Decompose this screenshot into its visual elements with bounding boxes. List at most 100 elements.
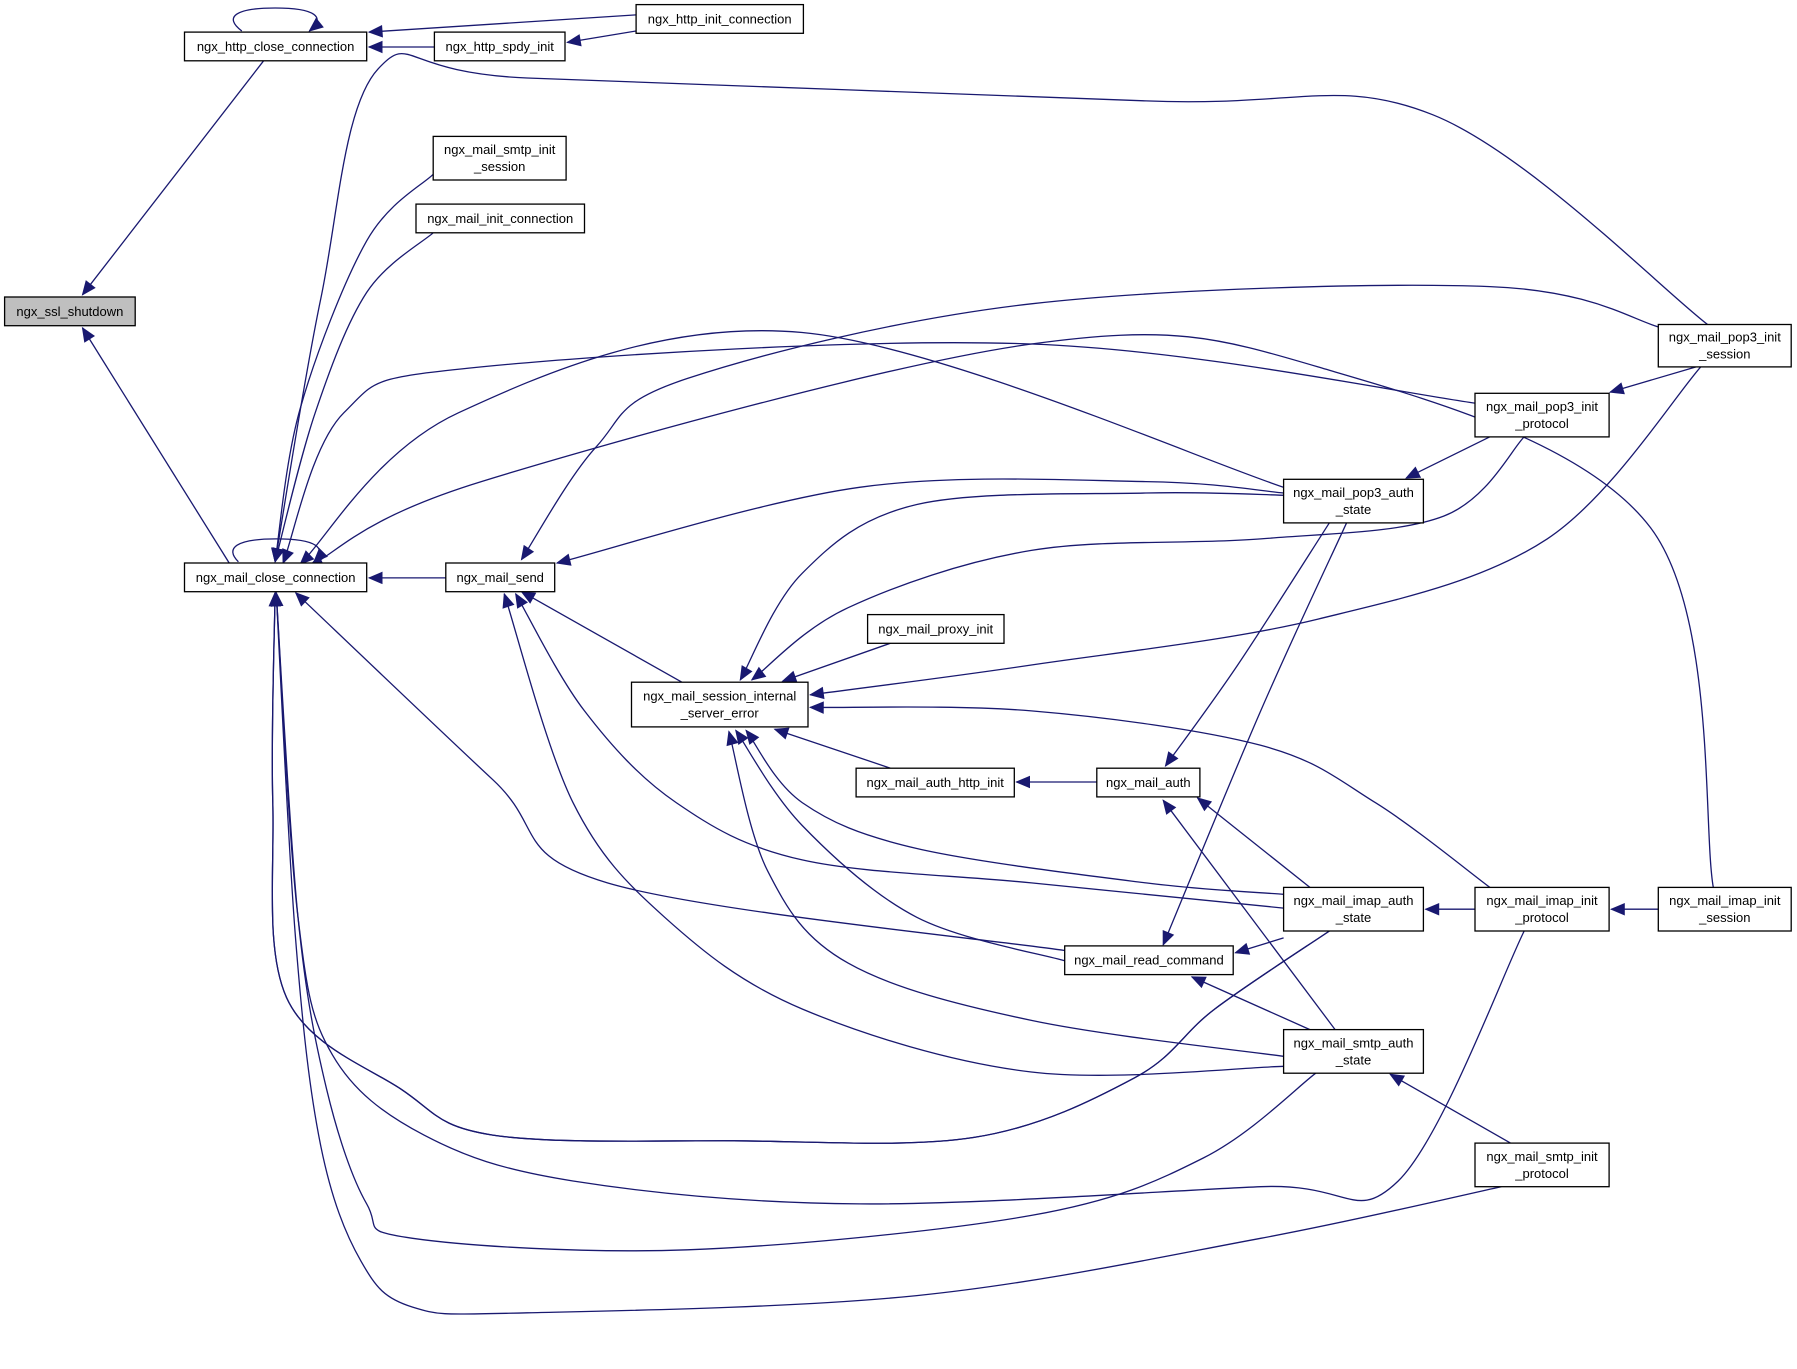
node-box[interactable] (1282, 886, 1425, 932)
arrowhead (750, 666, 767, 681)
edge-ngx_mail_close_connection-to-ngx_ssl_shutdown (81, 326, 230, 564)
arrowhead (81, 326, 96, 343)
node-ngx_mail_pop3_init_protocol[interactable]: ngx_mail_pop3_init_protocol (1474, 392, 1610, 438)
node-ngx_mail_imap_init_session[interactable]: ngx_mail_imap_init_session (1657, 886, 1792, 932)
node-box[interactable] (1064, 945, 1234, 976)
node-box[interactable] (635, 3, 805, 34)
edge-line (299, 329, 1288, 565)
edge-ngx_mail_pop3_init_protocol-to-ngx_mail_session_internal_server_error (750, 436, 1525, 681)
arrowhead (1015, 775, 1030, 789)
node-box[interactable] (1282, 1028, 1425, 1074)
arrowhead (81, 280, 96, 296)
edge-ngx_mail_pop3_auth_state-to-ngx_mail_send (555, 478, 1284, 566)
edge-line (515, 593, 1284, 909)
arrowhead (1405, 466, 1422, 479)
node-ngx_mail_read_command[interactable]: ngx_mail_read_command (1064, 945, 1234, 976)
edge-ngx_mail_pop3_init_session-to-ngx_mail_send (520, 284, 1662, 561)
node-ngx_mail_imap_init_protocol[interactable]: ngx_mail_imap_init _protocol (1474, 886, 1610, 932)
arrowhead (735, 729, 749, 746)
edge-line (745, 730, 1284, 895)
node-label: ngx_mail_pop3_auth (1293, 485, 1414, 500)
edge-line (368, 14, 637, 33)
node-box[interactable] (1474, 392, 1610, 438)
node-box[interactable] (1282, 478, 1425, 524)
edge-ngx_mail_smtp_auth_state-to-ngx_mail_read_command (1190, 976, 1311, 1031)
node-label: _protocol (1514, 1166, 1569, 1181)
node-box[interactable] (630, 681, 809, 728)
node-box[interactable] (183, 562, 368, 593)
edge-line (1405, 436, 1491, 479)
arrowhead (515, 592, 529, 609)
node-box[interactable] (1096, 767, 1201, 798)
node-ngx_ssl_shutdown[interactable]: ngx_ssl_shutdown (3, 296, 136, 327)
edge-ngx_mail_smtp_init_protocol-to-ngx_mail_close_connection (270, 591, 1502, 1315)
node-label: _session (1698, 347, 1750, 362)
node-ngx_mail_auth[interactable]: ngx_mail_auth (1096, 767, 1201, 798)
node-ngx_mail_smtp_auth_state[interactable]: ngx_mail_smtp_auth_state (1282, 1028, 1425, 1074)
node-ngx_mail_pop3_init_session[interactable]: ngx_mail_pop3_init_session (1657, 323, 1792, 368)
node-ngx_mail_smtp_init_protocol[interactable]: ngx_mail_smtp_init_protocol (1474, 1142, 1610, 1188)
edge-line (81, 60, 265, 296)
node-box[interactable] (432, 135, 567, 181)
node-ngx_http_spdy_init[interactable]: ngx_http_spdy_init (433, 31, 566, 62)
node-ngx_mail_session_internal_server_error[interactable]: ngx_mail_session_internal_server_error (630, 681, 809, 728)
arrowhead (1424, 902, 1440, 916)
arrowhead (308, 17, 324, 32)
nodes-layer: ngx_ssl_shutdown ngx_http_close_connectio… (3, 3, 1792, 1188)
arrowhead (773, 727, 790, 740)
node-box[interactable] (1474, 1142, 1610, 1188)
edge-line (739, 491, 1286, 681)
edge-line (274, 232, 434, 562)
arrowhead (781, 670, 798, 683)
node-box[interactable] (415, 203, 586, 234)
node-ngx_mail_send[interactable]: ngx_mail_send (445, 562, 556, 593)
node-ngx_mail_pop3_auth_state[interactable]: ngx_mail_pop3_auth _state (1282, 478, 1425, 524)
node-label: _protocol (1514, 910, 1569, 925)
edge-ngx_mail_pop3_init_protocol-to-ngx_mail_close_connection (282, 342, 1479, 565)
node-ngx_mail_init_connection[interactable]: ngx_mail_init_connection (415, 203, 586, 234)
node-ngx_mail_smtp_init_session[interactable]: ngx_mail_smtp_init_session (432, 135, 567, 181)
node-label: ngx_mail_imap_init (1486, 893, 1598, 908)
edge-ngx_mail_init_connection-to-ngx_mail_close_connection (272, 232, 434, 564)
node-box[interactable] (433, 31, 566, 62)
node-box[interactable] (1657, 886, 1792, 932)
node-box[interactable] (445, 562, 556, 593)
node-box[interactable] (866, 613, 1005, 644)
edge-ngx_mail_smtp_init_protocol-to-ngx_mail_smtp_auth_state (1389, 1073, 1511, 1144)
edge-line (282, 342, 1479, 564)
edge-ngx_mail_pop3_auth_state-to-ngx_mail_read_command (1162, 522, 1348, 946)
node-label: ngx_http_init_connection (648, 11, 792, 26)
node-ngx_mail_auth_http_init[interactable]: ngx_mail_auth_http_init (855, 767, 1015, 798)
node-ngx_mail_close_connection[interactable]: ngx_mail_close_connection (183, 562, 368, 593)
edge-line (556, 478, 1284, 564)
node-box[interactable] (1657, 323, 1792, 368)
edge-ngx_http_init_connection-to-ngx_http_close_connection (367, 14, 637, 38)
edge-ngx_mail_smtp_auth_state-to-ngx_mail_send (502, 592, 1284, 1076)
node-label: _session (473, 159, 525, 174)
node-ngx_http_close_connection[interactable]: ngx_http_close_connection (183, 31, 368, 62)
node-box[interactable] (183, 31, 368, 62)
edge-ngx_mail_pop3_auth_state-to-ngx_mail_session_internal_server_error (739, 491, 1286, 682)
node-label: ngx_mail_imap_auth (1294, 893, 1414, 908)
edge-line (275, 592, 1502, 1315)
node-label: ngx_mail_init_connection (427, 211, 573, 226)
arrowhead (566, 34, 582, 47)
edge-ngx_mail_session_internal_server_error-to-ngx_mail_send (520, 590, 683, 683)
node-box[interactable] (855, 767, 1015, 798)
node-ngx_http_init_connection[interactable]: ngx_http_init_connection (635, 3, 805, 34)
node-box[interactable] (1474, 886, 1610, 932)
edge-ngx_mail_pop3_init_session-to-ngx_mail_pop3_init_protocol (1608, 366, 1697, 395)
arrowhead (809, 686, 825, 700)
edge-ngx_http_spdy_init-to-ngx_http_close_connection (367, 40, 435, 54)
node-label: _state (1335, 502, 1371, 517)
node-label: ngx_mail_proxy_init (878, 621, 993, 636)
node-box[interactable] (3, 296, 136, 327)
edge-ngx_mail_proxy_init-to-ngx_mail_session_internal_server_error (781, 642, 891, 683)
node-label: ngx_mail_auth (1106, 775, 1191, 790)
edge-ngx_mail_imap_auth_state-to-ngx_mail_session_internal_server_error (745, 729, 1284, 895)
node-ngx_mail_imap_auth_state[interactable]: ngx_mail_imap_auth_state (1282, 886, 1425, 932)
edge-line (295, 592, 1065, 952)
arrowhead (1196, 797, 1213, 812)
node-ngx_mail_proxy_init[interactable]: ngx_mail_proxy_init (866, 613, 1005, 644)
edge-line (1610, 366, 1697, 393)
